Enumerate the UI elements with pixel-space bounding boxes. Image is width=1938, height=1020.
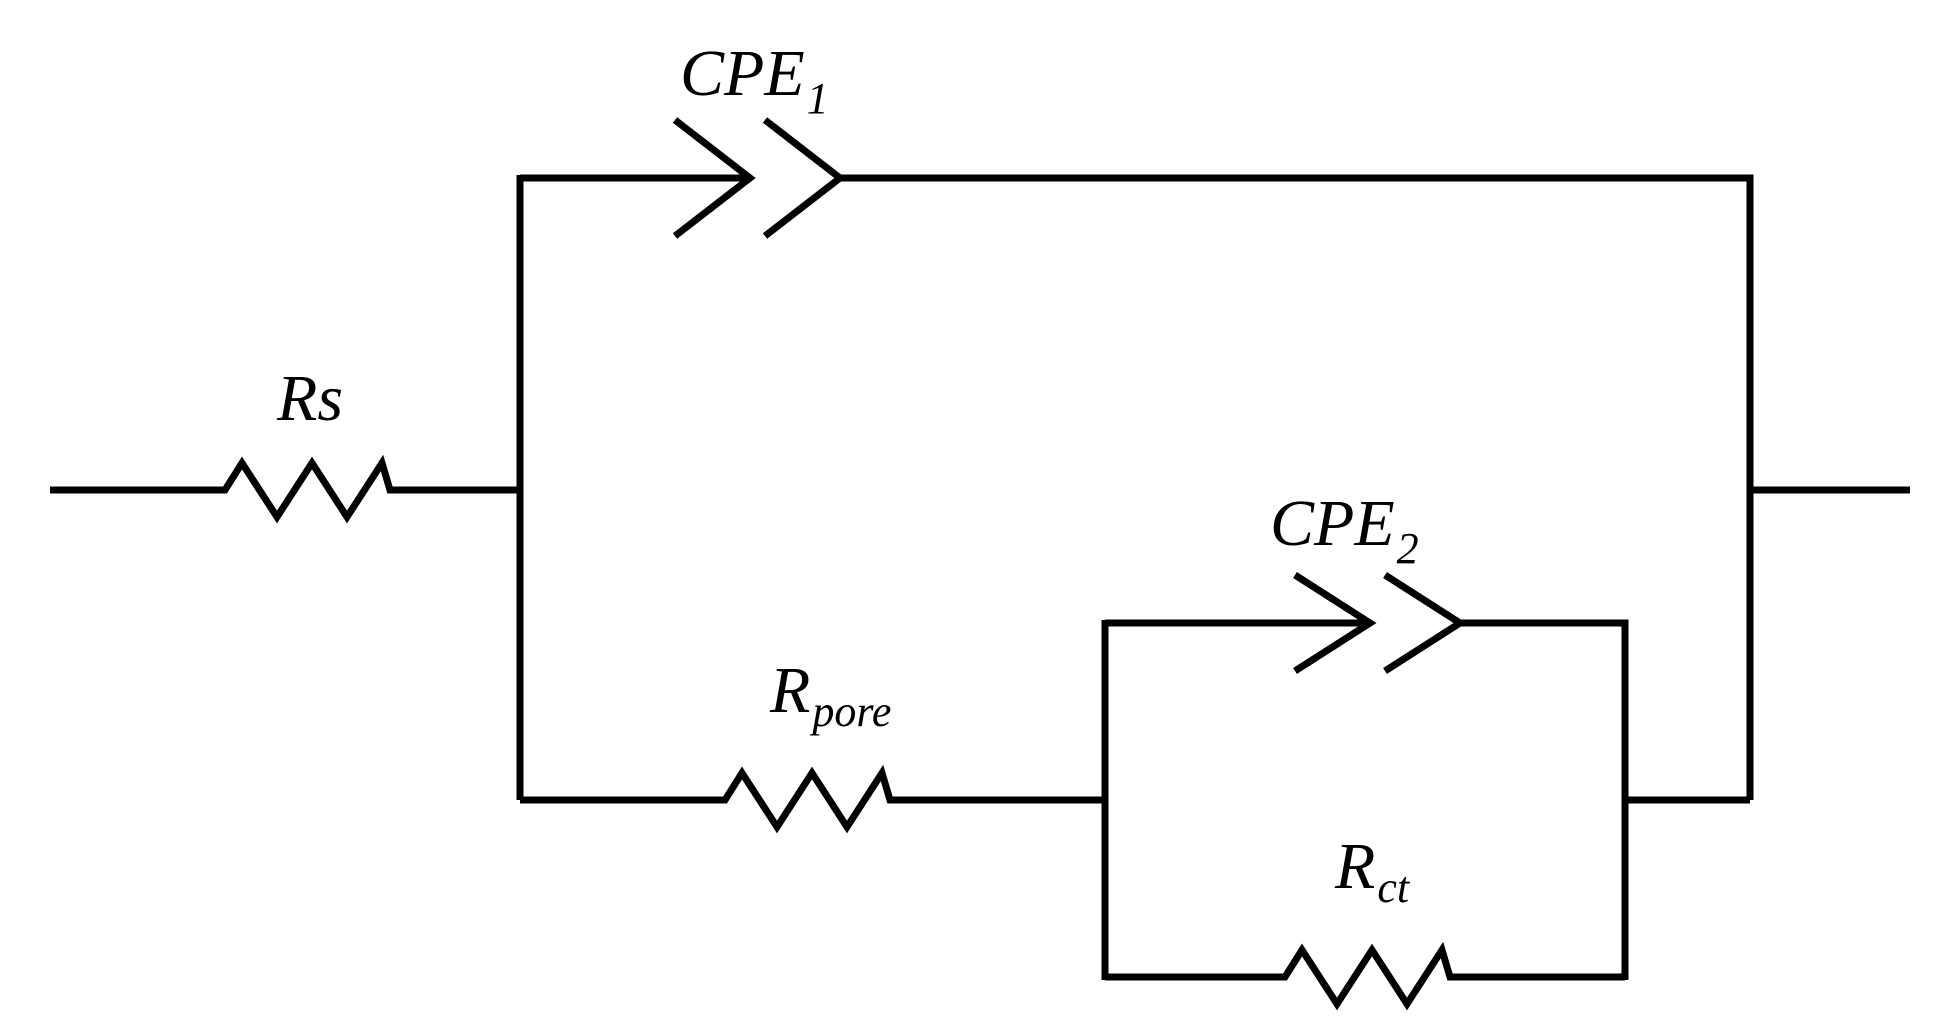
label-cpe2: CPE2	[1270, 487, 1419, 573]
cpe2-plate-right	[1383, 572, 1467, 674]
label-rs: Rs	[276, 362, 343, 435]
label-rct: Rct	[1334, 830, 1411, 912]
resistor-rs	[210, 454, 400, 524]
wire-top-branch-right	[840, 174, 1754, 800]
cpe1-plate-right	[762, 117, 846, 239]
resistor-rpore	[710, 764, 900, 834]
label-cpe1: CPE1	[680, 37, 829, 123]
label-rpore: Rpore	[769, 654, 891, 736]
resistor-rct	[1270, 941, 1460, 1011]
cpe2-plate-left	[1293, 572, 1377, 674]
cpe1-plate-left	[672, 117, 756, 239]
wire-inner-top-right	[1460, 619, 1629, 980]
